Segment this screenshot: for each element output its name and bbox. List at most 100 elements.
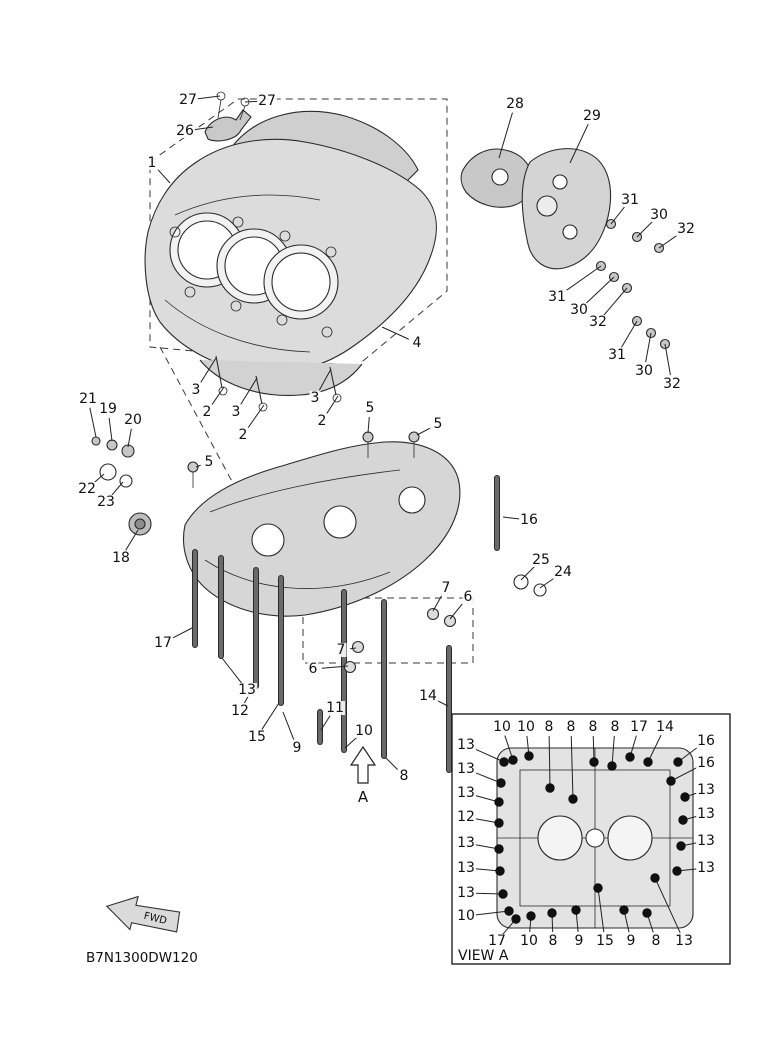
leader-line (125, 529, 139, 551)
leader-line (127, 428, 132, 448)
bolt-dot (619, 905, 629, 915)
bolt-dot (650, 873, 660, 883)
leader-line (502, 516, 521, 520)
leader-line (636, 221, 653, 238)
bolt-dot (673, 757, 683, 767)
leader-line (647, 734, 662, 763)
arrow-a-label: A (358, 788, 369, 806)
bolt-dot (498, 889, 508, 899)
bolt-dot (508, 755, 518, 765)
bolt-dot (524, 751, 534, 761)
leader-line (548, 735, 551, 789)
bolt-dot (495, 866, 505, 876)
leader-line (664, 343, 671, 376)
leader-line (111, 481, 124, 496)
lower-crankcase-art (182, 441, 461, 617)
leader-line (321, 665, 349, 669)
bolt-dot (678, 815, 688, 825)
leader-line (654, 877, 681, 934)
direction-arrow-a: A (349, 745, 377, 806)
leader-line (432, 595, 443, 612)
leader-line (416, 427, 431, 436)
leader-line (498, 112, 513, 159)
bolt-dots (494, 751, 690, 924)
leader-line (200, 357, 217, 383)
leader-line (157, 169, 171, 184)
bolt-dot (547, 908, 557, 918)
leader-line (244, 100, 259, 103)
leader-line (89, 407, 97, 438)
bolt-dot (494, 818, 504, 828)
bolt-dot (499, 757, 509, 767)
leader-line (520, 566, 535, 581)
leader-line (474, 748, 505, 763)
leader-line (367, 416, 370, 434)
hardware-art (187, 431, 547, 773)
leader-line (318, 368, 332, 391)
leader-line (320, 715, 331, 731)
leader-line (564, 265, 602, 293)
leader-line (344, 736, 358, 749)
leader-line (196, 95, 221, 100)
view-a-box: VIEW A (451, 713, 731, 965)
leader-line (597, 887, 605, 933)
bracket-26-art (204, 91, 252, 142)
leader-line (603, 287, 628, 316)
leader-line (658, 233, 679, 249)
bolt-dot (494, 797, 504, 807)
leader-line (93, 473, 105, 484)
left-hardware-art (91, 436, 152, 536)
bolt-dot (666, 776, 676, 786)
bolt-dot (504, 906, 514, 916)
bolt-dot (607, 761, 617, 771)
leader-line (381, 326, 410, 340)
leader-line (449, 603, 463, 620)
bolt-dot (676, 841, 686, 851)
leader-line (261, 702, 280, 730)
leader-line (195, 464, 201, 468)
bolt-dot (672, 866, 682, 876)
leader-line (211, 386, 225, 405)
leader-line (243, 683, 256, 704)
leader-line (170, 627, 193, 640)
leader-line (193, 126, 214, 131)
leader-line (282, 711, 295, 740)
bolt-dot (496, 778, 506, 788)
leader-line (108, 417, 113, 442)
leader-line (570, 735, 574, 800)
leader-line (247, 404, 265, 428)
leader-line (474, 910, 510, 916)
leader-line (569, 123, 589, 164)
upper-crankcase-art (144, 110, 437, 412)
bracket-fasteners-art (595, 218, 671, 350)
leader-line (621, 320, 638, 348)
bolt-dot (545, 783, 555, 793)
bolt-dot (589, 757, 599, 767)
leader-line (611, 735, 615, 767)
bolt-dot (625, 752, 635, 762)
leader-line (610, 206, 625, 225)
bolt-dot (593, 883, 603, 893)
leader-line (645, 332, 652, 363)
leader-line (221, 657, 242, 684)
leader-line (585, 276, 615, 305)
fwd-arrow: FWD (105, 895, 181, 933)
bracket-28-art (460, 148, 533, 208)
bolt-dot (511, 914, 521, 924)
bolt-dot (494, 844, 504, 854)
bolt-dot (680, 792, 690, 802)
bolt-dot (643, 757, 653, 767)
leader-line (384, 756, 398, 770)
diagram-code: B7N1300DW120 (86, 950, 198, 966)
bolt-dot (571, 905, 581, 915)
leader-line (539, 576, 556, 589)
bolt-dot (642, 908, 652, 918)
leader-line (435, 699, 449, 707)
bracket-29-art (521, 148, 612, 270)
leader-line (240, 377, 258, 405)
leader-lines (89, 95, 700, 935)
leader-line (474, 771, 502, 784)
leader-line (326, 395, 339, 414)
